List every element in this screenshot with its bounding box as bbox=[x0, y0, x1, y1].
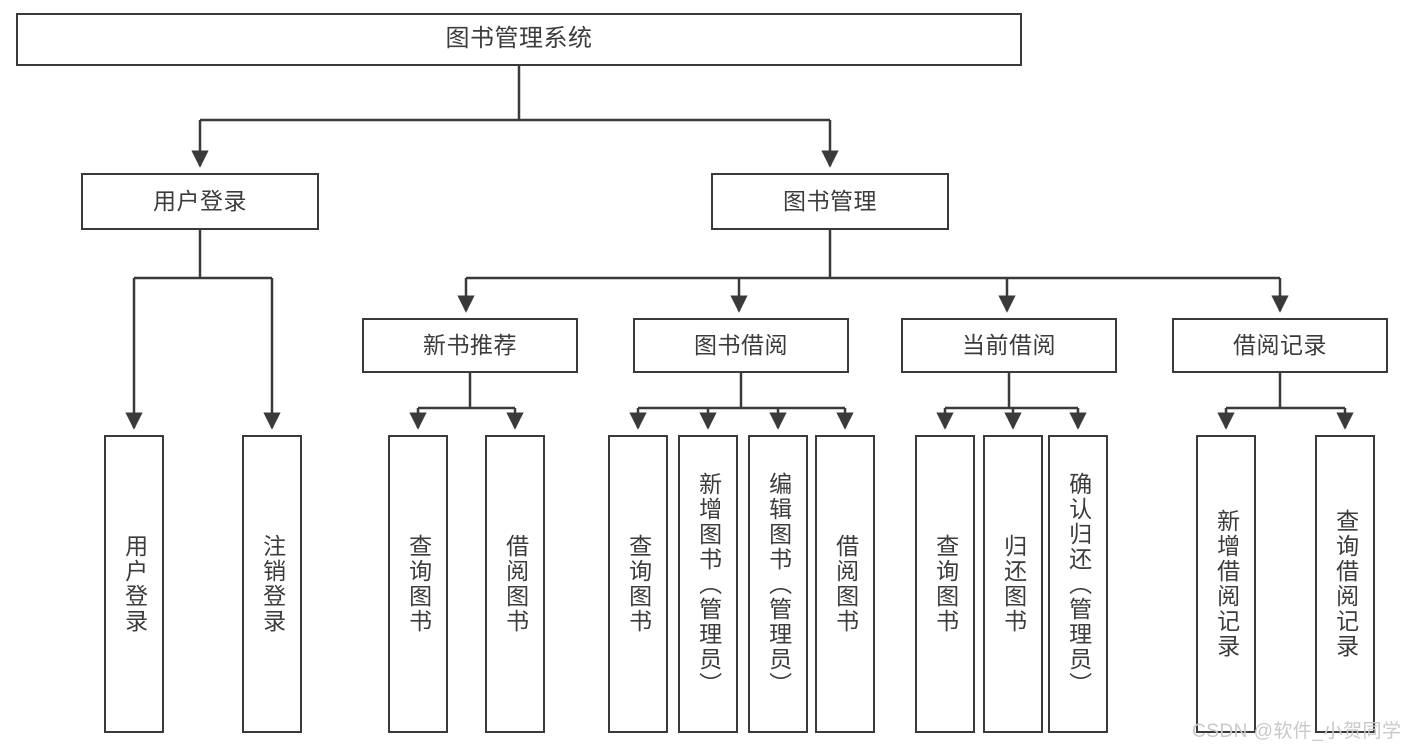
leaf-borrow-book[interactable]: 借阅图书 bbox=[815, 435, 875, 733]
node-current-borrow[interactable]: 当前借阅 bbox=[901, 318, 1117, 373]
node-new-book-recommend[interactable]: 新书推荐 bbox=[362, 318, 578, 373]
node-borrow-records-label: 借阅记录 bbox=[1233, 331, 1327, 358]
leaf-confirm-return-admin[interactable]: 确认归还（管理员） bbox=[1048, 435, 1108, 733]
leaf-label: 查询图书 bbox=[625, 534, 652, 634]
node-root[interactable]: 图书管理系统 bbox=[16, 13, 1022, 66]
leaf-label: 新增借阅记录 bbox=[1213, 509, 1240, 659]
leaf-label: 新增图书（管理员） bbox=[695, 471, 722, 697]
node-user-login[interactable]: 用户登录 bbox=[81, 173, 319, 230]
leaf-user-login[interactable]: 用户登录 bbox=[104, 435, 164, 733]
leaf-label: 查询图书 bbox=[932, 534, 959, 634]
leaf-add-book-admin[interactable]: 新增图书（管理员） bbox=[678, 435, 738, 733]
leaf-label: 确认归还（管理员） bbox=[1065, 471, 1092, 697]
leaf-label: 用户登录 bbox=[121, 534, 148, 634]
node-book-borrow-label: 图书借阅 bbox=[694, 331, 788, 358]
leaf-borrow-book-newbook[interactable]: 借阅图书 bbox=[485, 435, 545, 733]
leaf-edit-book-admin[interactable]: 编辑图书（管理员） bbox=[748, 435, 808, 733]
leaf-label: 注销登录 bbox=[259, 534, 286, 634]
node-book-management-label: 图书管理 bbox=[783, 187, 877, 214]
leaf-return-book[interactable]: 归还图书 bbox=[983, 435, 1043, 733]
leaf-label: 归还图书 bbox=[1000, 534, 1027, 634]
leaf-logout[interactable]: 注销登录 bbox=[242, 435, 302, 733]
node-new-book-recommend-label: 新书推荐 bbox=[423, 331, 517, 358]
leaf-label: 借阅图书 bbox=[832, 534, 859, 634]
leaf-query-book-current[interactable]: 查询图书 bbox=[915, 435, 975, 733]
node-borrow-records[interactable]: 借阅记录 bbox=[1172, 318, 1388, 373]
leaf-label: 查询图书 bbox=[405, 534, 432, 634]
watermark-text: CSDN @软件_小贺同学 bbox=[1192, 721, 1402, 742]
node-current-borrow-label: 当前借阅 bbox=[962, 331, 1056, 358]
node-user-login-label: 用户登录 bbox=[153, 187, 247, 214]
leaf-add-borrow-record[interactable]: 新增借阅记录 bbox=[1196, 435, 1256, 733]
node-book-management[interactable]: 图书管理 bbox=[711, 173, 949, 230]
leaf-query-book-newbook[interactable]: 查询图书 bbox=[388, 435, 448, 733]
leaf-query-borrow-record[interactable]: 查询借阅记录 bbox=[1315, 435, 1375, 733]
leaf-label: 借阅图书 bbox=[502, 534, 529, 634]
node-book-borrow[interactable]: 图书借阅 bbox=[633, 318, 849, 373]
node-root-label: 图书管理系统 bbox=[445, 25, 593, 53]
leaf-label: 查询借阅记录 bbox=[1332, 509, 1359, 659]
leaf-label: 编辑图书（管理员） bbox=[765, 471, 792, 697]
csdn-watermark: CSDN @软件_小贺同学 bbox=[1192, 716, 1401, 743]
leaf-query-book-borrow[interactable]: 查询图书 bbox=[608, 435, 668, 733]
